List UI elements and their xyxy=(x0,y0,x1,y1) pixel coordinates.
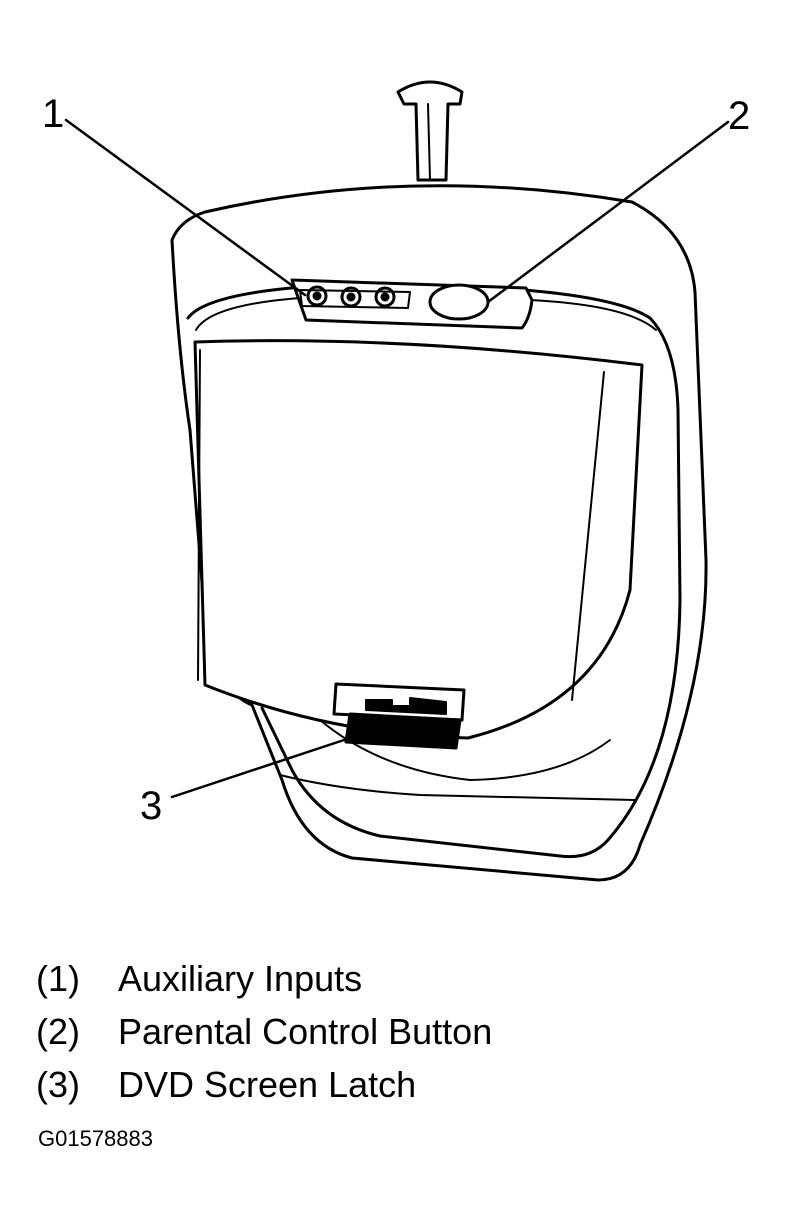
dvd-screen-latch xyxy=(332,682,466,750)
jack-icon xyxy=(340,286,362,308)
legend-label: DVD Screen Latch xyxy=(118,1064,417,1105)
figure-id: G01578883 xyxy=(38,1126,153,1151)
legend-number: (1) xyxy=(36,958,80,999)
legend-number: (2) xyxy=(36,1011,80,1052)
auxiliary-inputs xyxy=(299,285,411,309)
screen-lid xyxy=(193,339,644,740)
jack-icon xyxy=(306,285,328,307)
legend-label: Auxiliary Inputs xyxy=(118,958,363,999)
leader-line-2 xyxy=(486,120,730,304)
leader-line-3 xyxy=(170,736,352,799)
dvd-unit-diagram xyxy=(64,80,730,882)
legend-number: (3) xyxy=(36,1064,80,1105)
legend-item: (2) Parental Control Button xyxy=(36,1005,492,1058)
legend-item: (1) Auxiliary Inputs xyxy=(36,952,492,1005)
callout-2: 2 xyxy=(728,94,751,138)
callout-1: 1 xyxy=(42,92,65,136)
jack-icon xyxy=(374,286,396,308)
parental-control-button xyxy=(428,283,490,321)
legend: (1) Auxiliary Inputs (2) Parental Control … xyxy=(36,952,492,1111)
legend-label: Parental Control Button xyxy=(118,1011,493,1052)
callout-3: 3 xyxy=(140,784,163,828)
control-strip xyxy=(290,278,534,330)
mounting-stem xyxy=(396,80,464,182)
legend-item: (3) DVD Screen Latch xyxy=(36,1058,492,1111)
leader-line-1 xyxy=(64,118,307,297)
